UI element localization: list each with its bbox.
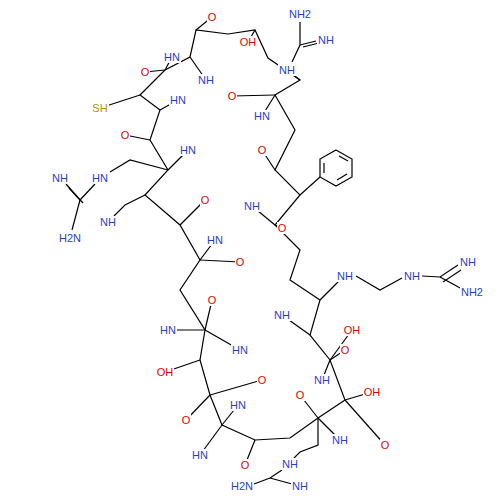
- atom-label: O: [140, 66, 151, 78]
- atom-label: HN: [159, 324, 177, 336]
- atom-label: O: [257, 374, 268, 386]
- side-chain-bond: [356, 276, 402, 290]
- atom-label: NH: [273, 309, 291, 321]
- atom-label: H2N: [230, 480, 254, 492]
- atom-label: HN: [169, 94, 187, 106]
- atom-label: NH: [281, 458, 299, 470]
- atom-label: O: [240, 459, 251, 471]
- side-chain-bond: [320, 282, 338, 300]
- atom-label: HN: [231, 344, 249, 356]
- side-chain-bond: [294, 418, 318, 458]
- atom-label: O: [277, 222, 288, 234]
- side-chain-bond: [69, 188, 83, 203]
- side-chain-bond: [270, 478, 292, 484]
- atom-label: NH: [291, 480, 309, 492]
- atom-label: OH: [343, 324, 362, 336]
- atom-label: OH: [156, 366, 175, 378]
- atom-label: NH: [459, 256, 477, 268]
- atom-label: NH: [278, 64, 296, 76]
- atom-label: NH: [51, 172, 69, 184]
- atom-label: O: [120, 129, 131, 141]
- atom-label: NH2: [288, 8, 312, 20]
- atom-label: NH: [336, 270, 354, 282]
- atom-label: OH: [363, 386, 382, 398]
- atom-label: O: [235, 256, 246, 268]
- atom-label: HN: [91, 172, 109, 184]
- phenyl-double-bond: [337, 174, 347, 180]
- phenyl-double-bond: [323, 163, 324, 173]
- atom-label: OH: [239, 36, 258, 48]
- side-chain-bond: [66, 184, 95, 200]
- side-chain-bond: [110, 160, 168, 172]
- atom-label: O: [200, 194, 211, 206]
- atom-label: O: [295, 389, 306, 401]
- atom-label: O: [380, 439, 391, 451]
- atom-label: HN: [253, 110, 271, 122]
- atom-label: SH: [91, 102, 108, 114]
- atom-label: HN: [191, 449, 209, 461]
- side-chain-bond: [114, 195, 145, 216]
- atom-label: O: [207, 294, 218, 306]
- atom-label: HN: [179, 144, 197, 156]
- atom-label: NH: [99, 216, 117, 228]
- atom-label: O: [181, 414, 192, 426]
- side-chain-bond: [443, 270, 461, 282]
- side-chain-bond: [300, 177, 320, 195]
- atom-label: O: [227, 90, 238, 102]
- atom-label: HN: [229, 399, 247, 411]
- atom-label: NH: [403, 270, 421, 282]
- atom-label: O: [207, 11, 218, 23]
- side-chain-bond: [292, 22, 300, 62]
- side-chain-bond: [254, 470, 282, 484]
- side-chain-bond: [72, 200, 80, 230]
- substituent-bond: [210, 380, 262, 395]
- atom-label: H2N: [58, 232, 82, 244]
- atom-label: NH: [331, 434, 349, 446]
- atom-label: NH: [317, 34, 335, 46]
- atom-label: NH: [197, 74, 215, 86]
- side-chain-bond: [440, 277, 462, 289]
- atom-label: NH: [243, 200, 261, 212]
- atom-label: HN: [206, 234, 224, 246]
- phenyl-ring: [320, 150, 352, 186]
- atom-label: HN: [163, 51, 181, 63]
- substituent-bond: [232, 95, 275, 96]
- backbone-bond: [140, 30, 345, 440]
- atom-label: O: [257, 144, 268, 156]
- atom-label: NH2: [460, 286, 484, 298]
- atom-label: NH: [313, 374, 331, 386]
- atom-label: O: [340, 344, 351, 356]
- phenyl-double-bond: [339, 156, 348, 161]
